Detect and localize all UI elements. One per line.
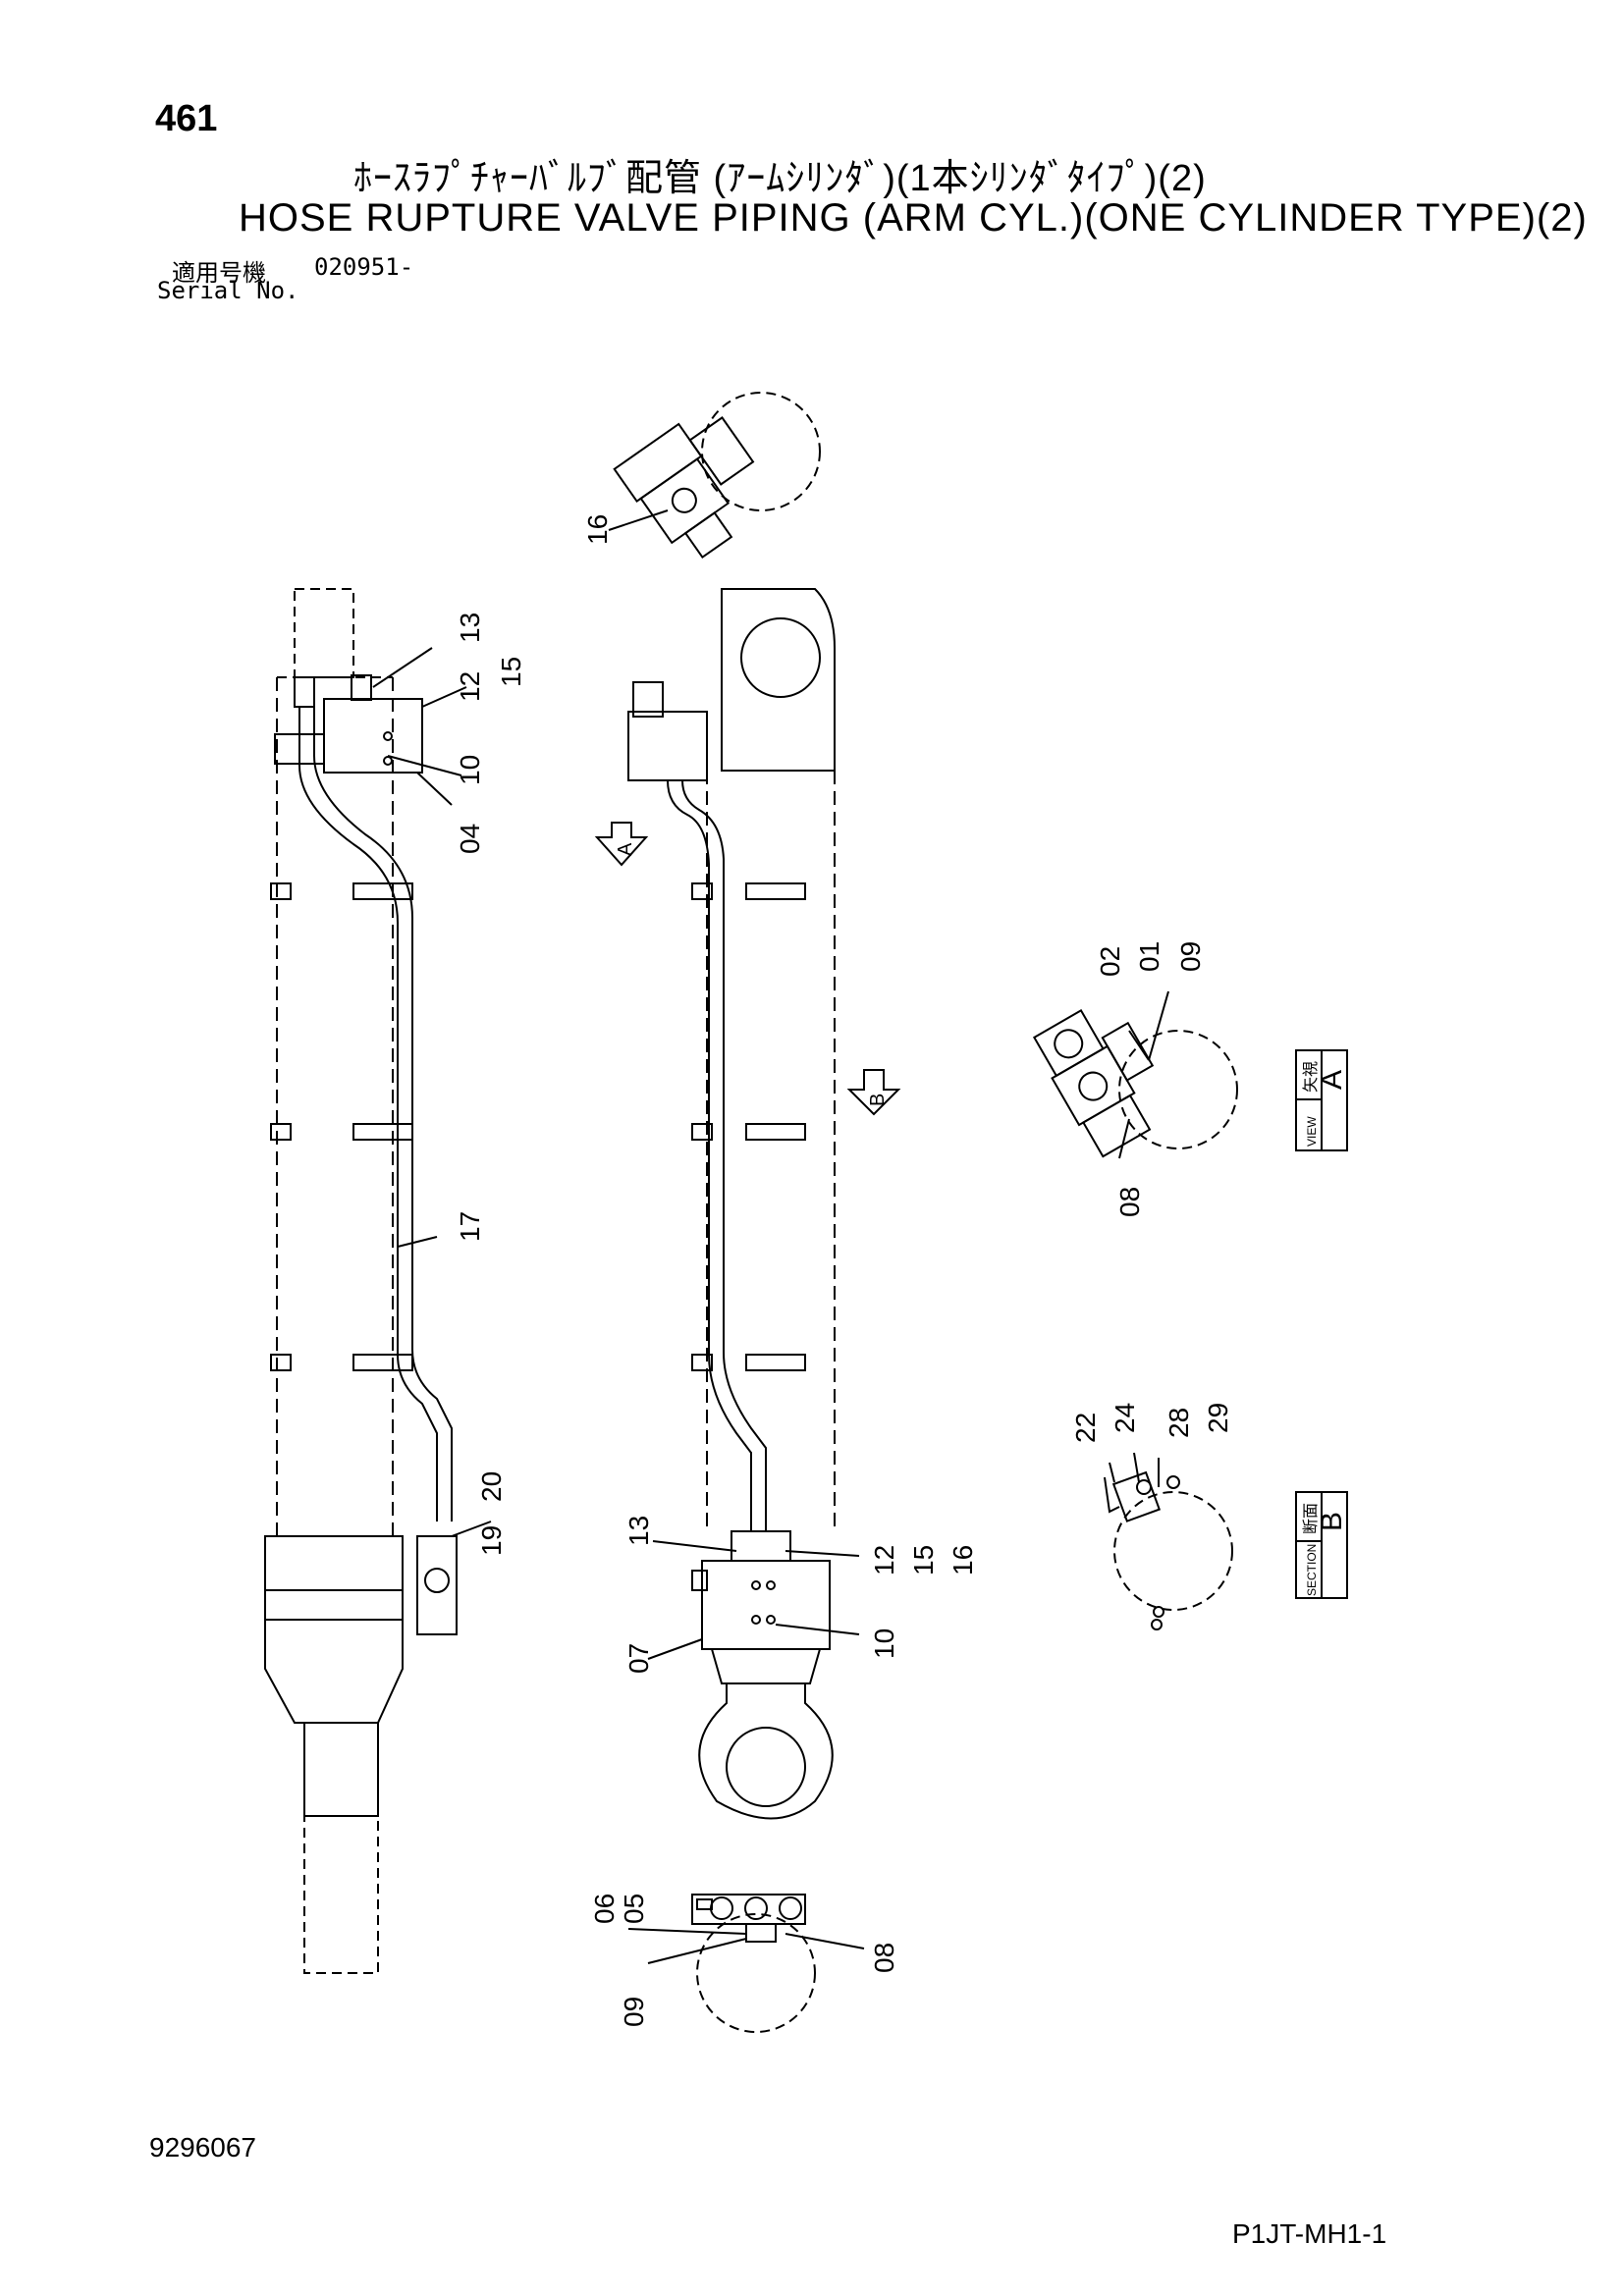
callout-center-13: 13 — [623, 1516, 654, 1546]
serial-label-english: Serial No. — [157, 277, 299, 304]
callout-left-12: 12 — [455, 671, 485, 702]
callout-left-20: 20 — [476, 1471, 507, 1502]
callout-bottom-08: 08 — [869, 1943, 899, 1973]
callout-view-a-09: 09 — [1175, 941, 1206, 972]
view-label-en: VIEW — [1305, 1116, 1319, 1147]
page-code: P1JT-MH1-1 — [1232, 2218, 1387, 2249]
callout-center-12: 12 — [869, 1545, 899, 1575]
view-label-jp: 矢視 — [1302, 1061, 1320, 1093]
view-arrow-b-letter: B — [867, 1094, 889, 1106]
callout-bottom-05: 05 — [619, 1894, 649, 1924]
bottom-view-valve — [691, 1894, 816, 2033]
callout-section-b-29: 29 — [1203, 1403, 1233, 1433]
top-view-valve — [613, 392, 821, 560]
callout-center-07: 07 — [623, 1643, 654, 1674]
section-label-b: B — [1316, 1512, 1348, 1531]
callout-section-b-28: 28 — [1164, 1408, 1194, 1438]
callout-center-15: 15 — [908, 1545, 939, 1575]
title-english: HOSE RUPTURE VALVE PIPING (ARM CYL.)(ONE… — [239, 196, 1588, 240]
callout-view-a-01: 01 — [1134, 941, 1164, 972]
callout-left-17: 17 — [455, 1211, 485, 1242]
section-label-en: SECTION — [1305, 1544, 1319, 1596]
view-arrow-b: B — [846, 1069, 901, 1116]
section-label-jp: 断面 — [1302, 1503, 1320, 1534]
title-japanese: ﾎｰｽﾗﾌﾟﾁｬｰﾊﾞﾙﾌﾞ配管 (ｱｰﾑｼﾘﾝﾀﾞ)(1本ｼﾘﾝﾀﾞﾀｲﾌﾟ)… — [353, 158, 1207, 199]
view-a-label-box: 矢視 VIEW A — [1295, 1049, 1348, 1151]
callout-section-b-22: 22 — [1070, 1413, 1101, 1443]
view-arrow-a: A — [594, 822, 649, 867]
callout-bottom-09: 09 — [619, 1997, 649, 2027]
callout-left-15: 15 — [496, 657, 526, 687]
serial-number-value: 020951- — [314, 253, 414, 281]
page-number: 461 — [155, 98, 218, 139]
serial-label-japanese: 適用号機 — [172, 259, 266, 287]
callout-center-10: 10 — [869, 1629, 899, 1659]
callout-left-13: 13 — [455, 613, 485, 643]
left-view-cylinder — [264, 588, 458, 1974]
view-label-a: A — [1316, 1070, 1348, 1090]
callout-top-16: 16 — [582, 514, 613, 545]
callout-view-a-08: 08 — [1114, 1187, 1145, 1217]
leader-16-top — [608, 509, 669, 531]
view-a-detail — [1032, 1009, 1238, 1158]
section-b-label-box: 断面 SECTION B — [1295, 1491, 1348, 1599]
callout-left-19: 19 — [476, 1525, 507, 1556]
callout-view-a-02: 02 — [1095, 946, 1125, 977]
section-b-detail — [1104, 1470, 1233, 1630]
callout-section-b-24: 24 — [1110, 1403, 1140, 1433]
center-view-cylinder — [627, 588, 836, 1820]
callout-left-10: 10 — [455, 755, 485, 785]
drawing-number: 9296067 — [149, 2132, 257, 2163]
callout-center-16: 16 — [947, 1545, 978, 1575]
view-arrow-a-letter: A — [615, 842, 636, 856]
callout-bottom-06: 06 — [589, 1894, 620, 1924]
callout-left-04: 04 — [455, 824, 485, 854]
